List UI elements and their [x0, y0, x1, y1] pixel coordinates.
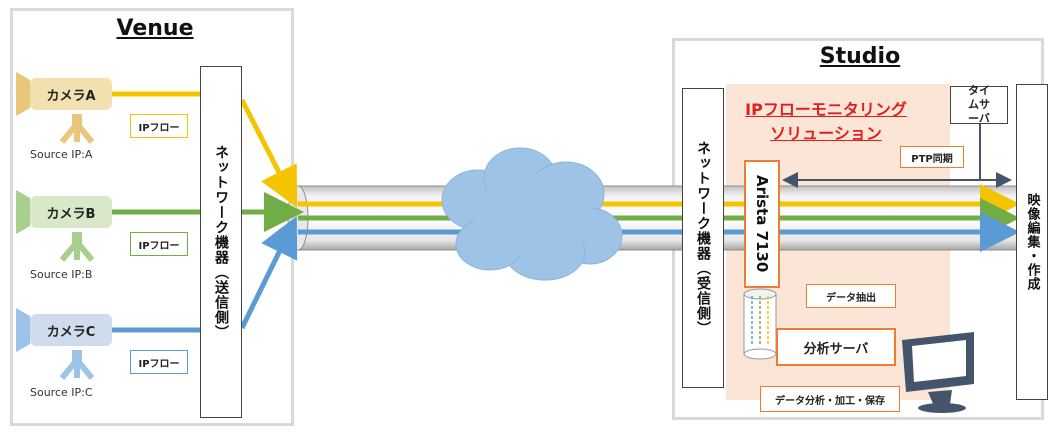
monitoring-title: IPフローモニタリング ソリューション	[728, 98, 924, 146]
monitoring-title-line2: ソリューション	[770, 124, 882, 143]
camera-a-label: カメラA	[30, 78, 112, 110]
internet-cloud	[441, 147, 623, 281]
camera-c-source: Source IP:C	[30, 386, 93, 399]
arrow-c	[239, 216, 298, 330]
ip-flow-label-c: IPフロー	[130, 350, 188, 374]
camera-b-icon	[16, 190, 95, 262]
receiver-network-device: ネットワーク機器（受信側）	[682, 88, 724, 388]
sender-device-label: ネットワーク機器（送信側）	[213, 144, 229, 340]
camera-c-icon	[16, 308, 95, 380]
arista-switch: Arista 7130	[744, 160, 780, 288]
ptp-sync-label: PTP同期	[900, 146, 964, 168]
receiver-device-label: ネットワーク機器（受信側）	[695, 140, 711, 336]
ip-flow-label-b: IPフロー	[130, 232, 188, 256]
arista-switch-label: Arista 7130	[753, 175, 771, 273]
analysis-server-label: 分析サーバ	[803, 341, 869, 357]
camera-b-source: Source IP:B	[30, 268, 93, 281]
data-process-label: データ分析・加工・保存	[760, 386, 900, 412]
sender-network-device: ネットワーク機器（送信側）	[200, 66, 242, 418]
time-server: タイムサーバ	[950, 84, 1008, 125]
monitoring-title-line1: IPフローモニタリング	[745, 100, 907, 119]
video-editing-label: 映像編集・作成	[1024, 193, 1040, 291]
data-extract-label: データ抽出	[806, 284, 896, 308]
camera-b-label: カメラB	[30, 196, 112, 228]
time-server-label: タイムサーバ	[968, 84, 990, 125]
venue-title: Venue	[116, 16, 194, 41]
monitor-icon	[902, 332, 974, 413]
arrow-a	[239, 98, 298, 208]
ip-flow-label-a: IPフロー	[130, 114, 188, 138]
data-store-icon	[743, 288, 777, 360]
analysis-server: 分析サーバ	[776, 328, 896, 366]
camera-a-icon	[16, 72, 95, 144]
camera-c-label: カメラC	[30, 314, 112, 346]
camera-a-source: Source IP:A	[30, 148, 93, 161]
video-editing: 映像編集・作成	[1016, 84, 1048, 400]
studio-title: Studio	[819, 44, 901, 69]
